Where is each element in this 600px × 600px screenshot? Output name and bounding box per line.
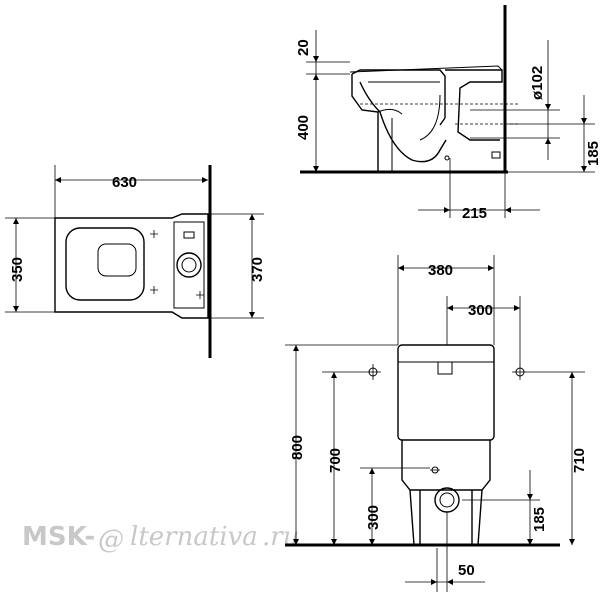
dim-outlet-wall-distance: 215	[462, 205, 487, 222]
watermark-suffix: lternativa	[130, 522, 258, 552]
dim-outlet-height: 185	[585, 141, 600, 166]
dim-floor-fixing: 300	[365, 505, 382, 530]
dim-total-height: 800	[289, 435, 306, 460]
bowl-inner	[368, 81, 441, 141]
seat-outline	[349, 65, 503, 73]
watermark: MSK- @ lternativa .ru	[22, 522, 299, 555]
tank-front	[397, 344, 495, 441]
dim-tank-fixing-left: 700	[327, 448, 344, 473]
dim-tank-fixing-right: 710	[571, 448, 588, 473]
side-view: 20 400 ø102 185 215	[295, 5, 600, 222]
flush-button-outer	[176, 252, 202, 278]
toilet-top-outline	[54, 213, 209, 319]
tank-fixing-top	[183, 231, 195, 239]
dim-rim-offset: 20	[295, 39, 312, 56]
bowl-opening-top	[97, 243, 137, 277]
dim-fixing-spacing: 300	[468, 302, 493, 319]
dim-seat-height: 400	[295, 115, 312, 140]
watermark-prefix: MSK-	[22, 522, 95, 552]
water-inlet	[434, 487, 460, 513]
dim-inlet-offset: 50	[458, 562, 475, 579]
watermark-tld: .ru	[262, 522, 299, 552]
dim-tank-width: 370	[249, 257, 266, 282]
pedestal-front	[409, 489, 483, 546]
bowl-front	[401, 440, 491, 491]
fixing-point	[444, 155, 450, 161]
top-view: 630 350 370	[5, 165, 266, 358]
bowl-curve	[359, 81, 447, 163]
toilet-side-outline	[351, 69, 503, 172]
watermark-symbol: @	[98, 525, 124, 555]
flush-button-front	[437, 361, 453, 375]
outlet-marker	[491, 151, 501, 159]
dim-length: 630	[112, 174, 137, 191]
dim-bowl-width: 350	[9, 257, 26, 282]
tank-top	[173, 221, 205, 309]
dim-tank-width-front: 380	[428, 262, 453, 279]
flush-button-inner	[181, 257, 197, 273]
fixing-crosses	[150, 230, 204, 299]
seat-outline-top	[65, 227, 145, 301]
dim-inlet-height: 185	[531, 507, 548, 532]
front-view: 380 300 800 700 300 185 710	[285, 255, 588, 592]
dim-outlet-diameter: ø102	[529, 66, 546, 100]
